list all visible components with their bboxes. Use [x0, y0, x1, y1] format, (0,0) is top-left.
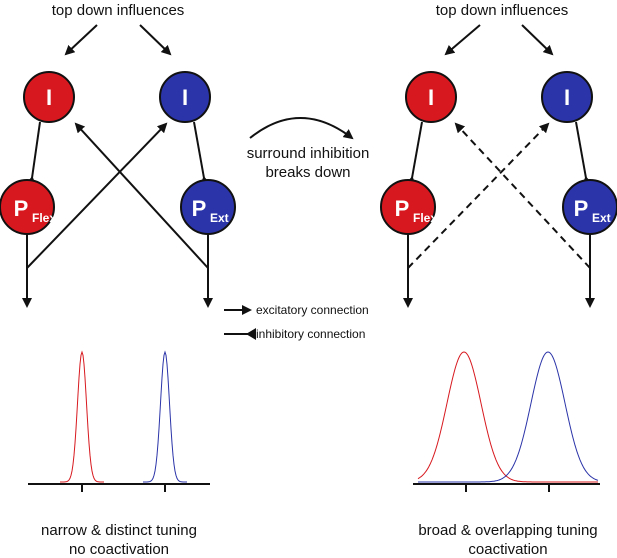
- left-flex-to-ext-inhibitor: [26, 122, 168, 269]
- right-tuning-plot: [413, 351, 600, 492]
- svg-text:P: P: [574, 196, 589, 221]
- left-top-label: top down influences: [52, 2, 185, 19]
- legend-excitatory-label: excitatory connection: [256, 303, 369, 317]
- left-network: top down influences I I P Flex P: [0, 2, 236, 308]
- left-topdown-arrow-flex: [64, 24, 98, 56]
- svg-text:I: I: [46, 85, 52, 110]
- svg-text:Flex: Flex: [32, 211, 56, 225]
- right-tuning-curve-flex: [417, 351, 598, 483]
- left-projection-neuron-flex: P Flex: [0, 179, 56, 235]
- svg-text:Ext: Ext: [592, 211, 611, 225]
- svg-text:P: P: [192, 196, 207, 221]
- svg-text:P: P: [395, 196, 410, 221]
- right-tuning-curve-ext: [418, 351, 599, 483]
- left-inhibitory-neuron-ext: I: [159, 71, 211, 123]
- left-inhib-ext-connection: [193, 121, 212, 187]
- legend-inhibitory-label: inhibitory connection: [256, 327, 365, 341]
- svg-text:I: I: [564, 85, 570, 110]
- right-projection-neuron-flex: P Flex: [380, 179, 437, 235]
- left-tuning-plot: [28, 350, 210, 492]
- transition-curved-arrow: [249, 117, 354, 140]
- svg-text:Flex: Flex: [413, 211, 437, 225]
- svg-text:I: I: [428, 85, 434, 110]
- right-topdown-arrow-flex: [444, 24, 481, 56]
- left-inhibitory-neuron-flex: I: [23, 71, 75, 123]
- right-projection-neuron-ext: P Ext: [562, 179, 617, 235]
- left-projection-neuron-ext: P Ext: [180, 179, 236, 235]
- legend: excitatory connection inhibitory connect…: [224, 303, 369, 341]
- right-inhibitory-neuron-flex: I: [405, 71, 457, 123]
- svg-text:Ext: Ext: [210, 211, 229, 225]
- left-tuning-curve-ext: [143, 350, 187, 483]
- svg-text:I: I: [182, 85, 188, 110]
- right-topdown-arrow-ext: [521, 24, 554, 56]
- left-topdown-arrow-ext: [139, 24, 172, 56]
- transition-line2: breaks down: [265, 164, 350, 181]
- right-caption-line1: broad & overlapping tuning: [418, 522, 597, 539]
- right-caption-line2: coactivation: [468, 541, 547, 558]
- left-inhib-flex-connection: [24, 121, 41, 187]
- right-top-label: top down influences: [436, 2, 569, 19]
- transition-annotation: surround inhibition breaks down: [247, 117, 370, 181]
- right-flex-to-ext-inhibitor-weak: [407, 122, 550, 269]
- right-network: top down influences I I P Flex P Ext: [380, 2, 617, 308]
- right-inhibitory-neuron-ext: I: [541, 71, 593, 123]
- transition-line1: surround inhibition: [247, 145, 370, 162]
- svg-text:P: P: [14, 196, 29, 221]
- left-caption-line2: no coactivation: [69, 541, 169, 558]
- right-inhib-ext-connection: [575, 121, 594, 187]
- left-ext-to-flex-inhibitor: [74, 122, 209, 269]
- right-ext-to-flex-inhibitor-weak: [454, 122, 591, 269]
- right-inhib-flex-connection: [404, 121, 423, 187]
- left-tuning-curve-flex: [60, 350, 104, 483]
- left-caption-line1: narrow & distinct tuning: [41, 522, 197, 539]
